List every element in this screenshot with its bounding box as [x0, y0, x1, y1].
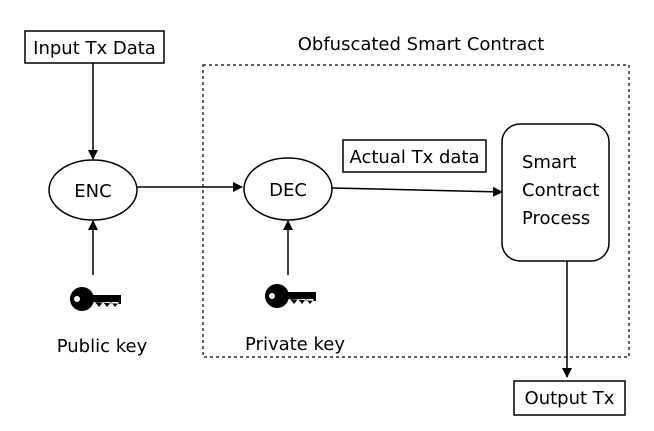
input-tx-data-label: Input Tx Data — [33, 38, 156, 59]
obfuscated-contract-title: Obfuscated Smart Contract — [298, 34, 545, 55]
smart-contract-process-box — [501, 123, 610, 262]
output-tx-label: Output Tx — [525, 388, 615, 409]
obfuscated-contract-boundary — [202, 64, 630, 358]
arrow-dec-to-process — [331, 186, 503, 197]
public-key-icon — [70, 287, 121, 311]
process-label-line-1: Smart — [522, 152, 576, 173]
private-key-icon — [265, 284, 316, 308]
dec-node-label: DEC — [269, 180, 307, 201]
input-tx-data-box — [24, 30, 165, 64]
enc-node-label: ENC — [74, 181, 111, 202]
output-tx-box — [513, 380, 626, 416]
public-key-label: Public key — [57, 336, 148, 357]
process-label-line-3: Process — [522, 208, 590, 229]
actual-tx-data-label: Actual Tx data — [349, 147, 479, 168]
actual-tx-data-box — [342, 139, 487, 173]
process-label-line-2: Contract — [522, 180, 599, 201]
private-key-label: Private key — [245, 334, 345, 355]
